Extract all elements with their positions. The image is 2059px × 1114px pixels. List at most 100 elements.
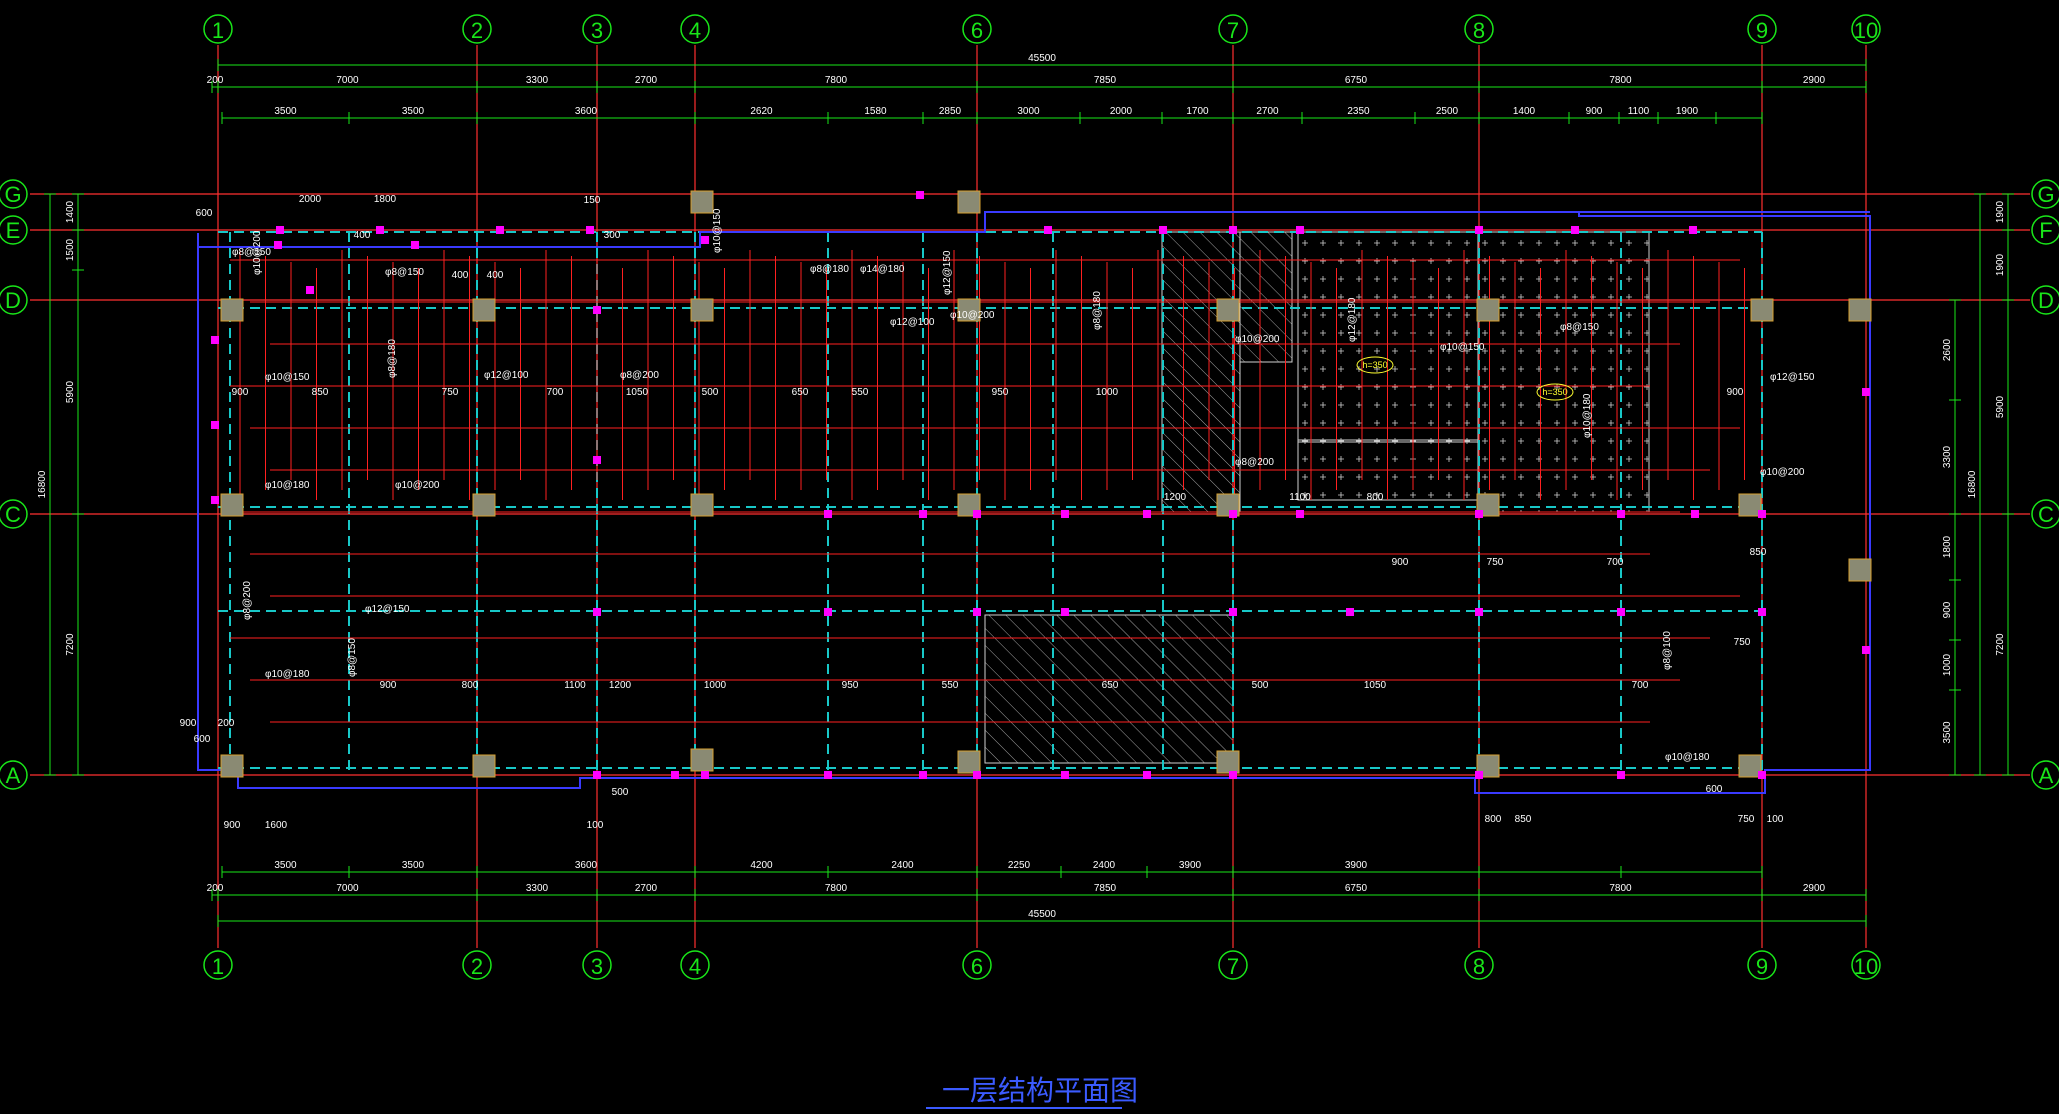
dim-text: 1900 xyxy=(1676,106,1699,117)
connector-marks xyxy=(211,191,1870,779)
rebar-label: φ10@200 xyxy=(395,480,440,491)
span-label: 950 xyxy=(992,387,1009,398)
column xyxy=(690,298,714,322)
small-dim: 850 xyxy=(1515,814,1532,825)
axis-bubble xyxy=(1747,14,1777,44)
connector xyxy=(1044,226,1052,234)
connector xyxy=(211,421,219,429)
small-dim: 900 xyxy=(180,718,197,729)
elevation-tag: h=350 xyxy=(1542,387,1567,397)
connector xyxy=(1143,510,1151,518)
dim-text: 200 xyxy=(207,75,224,86)
connector xyxy=(1758,771,1766,779)
connector xyxy=(1229,608,1237,616)
dim-text: 2400 xyxy=(1093,860,1116,871)
axis-bubble xyxy=(1851,950,1881,980)
axis-label: 2 xyxy=(471,18,483,43)
dim-text: 7800 xyxy=(1609,75,1632,86)
span-label: 500 xyxy=(1252,680,1269,691)
dim-text: 2900 xyxy=(1803,75,1826,86)
axis-label: 8 xyxy=(1473,18,1485,43)
axis-label: 4 xyxy=(689,18,701,43)
rebar-label: φ10@200 xyxy=(252,230,263,275)
rebar-label: φ8@150 xyxy=(232,247,271,258)
connector xyxy=(1475,608,1483,616)
column xyxy=(690,493,714,517)
span-label: 850 xyxy=(312,387,329,398)
span-label: 1000 xyxy=(704,680,727,691)
small-dim: 800 xyxy=(1485,814,1502,825)
dim-text: 2700 xyxy=(635,883,658,894)
rebar-label: φ12@100 xyxy=(890,317,935,328)
rebar-label: φ8@200 xyxy=(620,370,659,381)
small-dim: 1800 xyxy=(374,194,397,205)
span-label: 650 xyxy=(792,387,809,398)
axis-label: 9 xyxy=(1756,954,1768,979)
connector xyxy=(1617,608,1625,616)
dim-text: 3600 xyxy=(575,860,598,871)
column xyxy=(1738,754,1762,778)
connector xyxy=(973,771,981,779)
span-label: 1050 xyxy=(626,387,649,398)
rebar-label: φ8@150 xyxy=(347,638,358,677)
connector xyxy=(1691,510,1699,518)
connector xyxy=(919,510,927,518)
connector xyxy=(1758,608,1766,616)
connector xyxy=(1229,771,1237,779)
dim-text: 16800 xyxy=(1967,470,1978,498)
dim-text: 7000 xyxy=(336,883,359,894)
dim-text: 3300 xyxy=(526,75,549,86)
connector xyxy=(306,286,314,294)
connector xyxy=(211,336,219,344)
axis-label: 1 xyxy=(212,954,224,979)
connector xyxy=(1475,226,1483,234)
connector xyxy=(1617,771,1625,779)
rebar-label: φ10@180 xyxy=(265,669,310,680)
dim-text: 6750 xyxy=(1345,883,1368,894)
span-label: 850 xyxy=(1750,547,1767,558)
span-label: 750 xyxy=(1734,637,1751,648)
elevation-tag-outline xyxy=(1356,356,1394,374)
dim-text: 3500 xyxy=(1942,721,1953,744)
span-label: 550 xyxy=(852,387,869,398)
connector xyxy=(1862,646,1870,654)
small-dim: 900 xyxy=(224,820,241,831)
dim-text: 2850 xyxy=(939,106,962,117)
small-dim: 600 xyxy=(194,734,211,745)
dim-text: 2600 xyxy=(1942,338,1953,361)
column xyxy=(957,298,981,322)
rebar-label: φ10@150 xyxy=(712,208,723,253)
span-label: 900 xyxy=(1727,387,1744,398)
columns xyxy=(220,190,1872,778)
dimension-lines xyxy=(44,59,2014,927)
span-label: 650 xyxy=(1102,680,1119,691)
axis-bubble xyxy=(962,950,992,980)
connector xyxy=(824,771,832,779)
axis-label: 8 xyxy=(1473,954,1485,979)
rebar-label: φ8@180 xyxy=(387,339,398,378)
dim-text: 7200 xyxy=(1995,633,2006,656)
dim-text: 4200 xyxy=(750,860,773,871)
connector xyxy=(1475,510,1483,518)
column xyxy=(1216,750,1240,774)
axis-label: G xyxy=(4,182,21,207)
axis-label: G xyxy=(2037,182,2054,207)
axis-label: C xyxy=(2038,502,2054,527)
span-label: 900 xyxy=(380,680,397,691)
connector xyxy=(1346,608,1354,616)
axis-bubble xyxy=(1218,14,1248,44)
span-label: 1200 xyxy=(609,680,632,691)
dim-text: 1900 xyxy=(1995,253,2006,276)
small-dim: 400 xyxy=(452,270,469,281)
connector xyxy=(1689,226,1697,234)
rebar-label: φ10@200 xyxy=(1235,334,1280,345)
axis-bubble xyxy=(0,179,28,209)
dim-text: 2400 xyxy=(891,860,914,871)
rebar-label: φ10@180 xyxy=(1582,393,1593,438)
axis-label: 3 xyxy=(591,954,603,979)
rebar-label: φ8@180 xyxy=(1092,291,1103,330)
dim-text: 2350 xyxy=(1347,106,1370,117)
